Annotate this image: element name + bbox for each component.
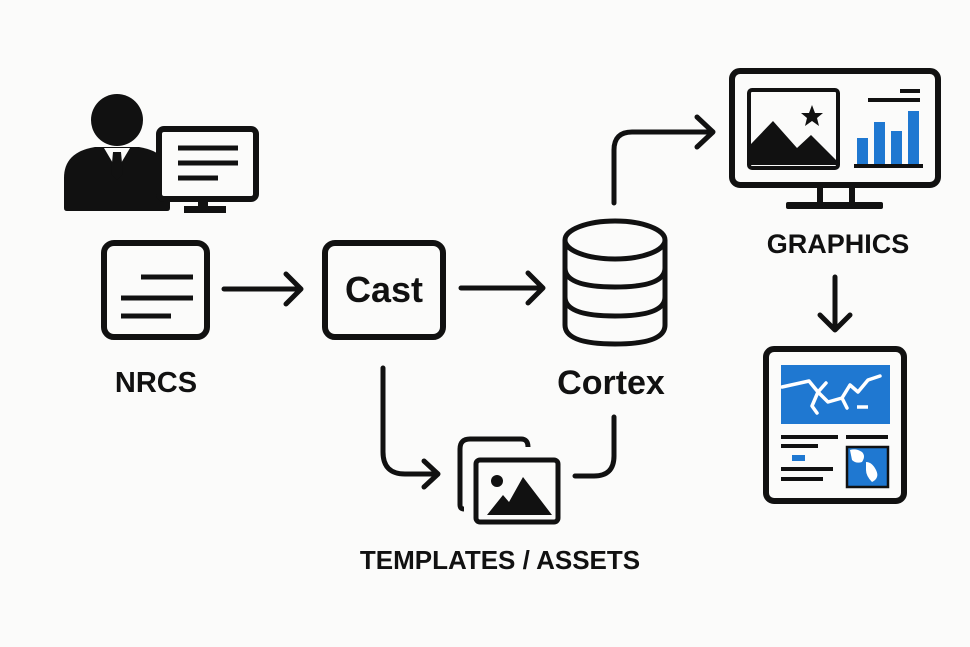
arrow-cast-to-templates <box>380 365 441 490</box>
templates-node: TEMPLATES / ASSETS <box>360 436 640 575</box>
document-lines-icon <box>101 240 210 340</box>
cast-label: Cast <box>345 269 423 310</box>
arrow-cortex-to-graphics <box>611 114 716 206</box>
arrow-cast-to-cortex <box>458 270 546 306</box>
desktop-monitor-icon <box>156 126 259 213</box>
monitor-graphics-icon <box>729 68 941 209</box>
cortex-node: Cortex <box>557 218 668 402</box>
nrcs-node: NRCS <box>101 240 210 399</box>
nrcs-label: NRCS <box>115 367 197 399</box>
arrow-nrcs-to-cast <box>221 271 304 307</box>
templates-label: TEMPLATES / ASSETS <box>360 545 640 575</box>
output-node <box>763 346 907 504</box>
graphics-label: GRAPHICS <box>767 229 910 259</box>
graphics-node: GRAPHICS <box>729 68 941 259</box>
cast-node: Cast <box>322 240 446 340</box>
user-workstation-icon <box>64 94 259 213</box>
map-page-output-icon <box>763 346 907 504</box>
database-icon <box>562 218 668 347</box>
connector-templates-to-cortex <box>572 414 617 479</box>
cortex-label: Cortex <box>557 364 665 402</box>
arrow-graphics-to-output <box>817 274 853 333</box>
person-icon <box>64 94 170 211</box>
image-stack-icon <box>457 436 561 525</box>
